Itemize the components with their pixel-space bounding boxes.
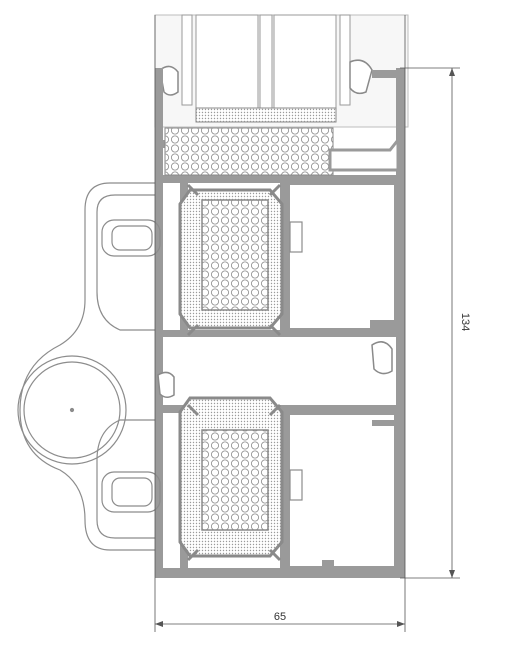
handle-screw-lower bbox=[101, 471, 161, 513]
thermal-break-upper bbox=[178, 183, 284, 337]
inner-chamber-upper bbox=[286, 181, 398, 332]
width-dimension bbox=[154, 15, 406, 632]
width-dimension-label: 65 bbox=[274, 611, 286, 623]
drain-channel-top bbox=[328, 135, 400, 172]
glazing-gasket-right bbox=[349, 59, 373, 95]
handle-body-outline bbox=[19, 182, 155, 551]
height-dimension-label: 134 bbox=[459, 313, 471, 331]
gasket-middle-left bbox=[157, 371, 175, 398]
glazing-bead-top bbox=[372, 70, 402, 78]
handle-hardware bbox=[17, 182, 303, 551]
insulation-strip-top bbox=[164, 127, 334, 176]
gasket-middle-right bbox=[371, 341, 393, 375]
handle-spindle-circle bbox=[17, 355, 127, 465]
handle-screw-upper bbox=[101, 219, 161, 257]
glazing-gasket-left bbox=[159, 65, 179, 96]
glass-spacer bbox=[195, 107, 337, 123]
inner-chamber-lower bbox=[286, 411, 398, 570]
thermal-break-lower bbox=[178, 396, 284, 562]
height-dimension bbox=[400, 67, 460, 579]
glazing-unit bbox=[154, 14, 409, 128]
